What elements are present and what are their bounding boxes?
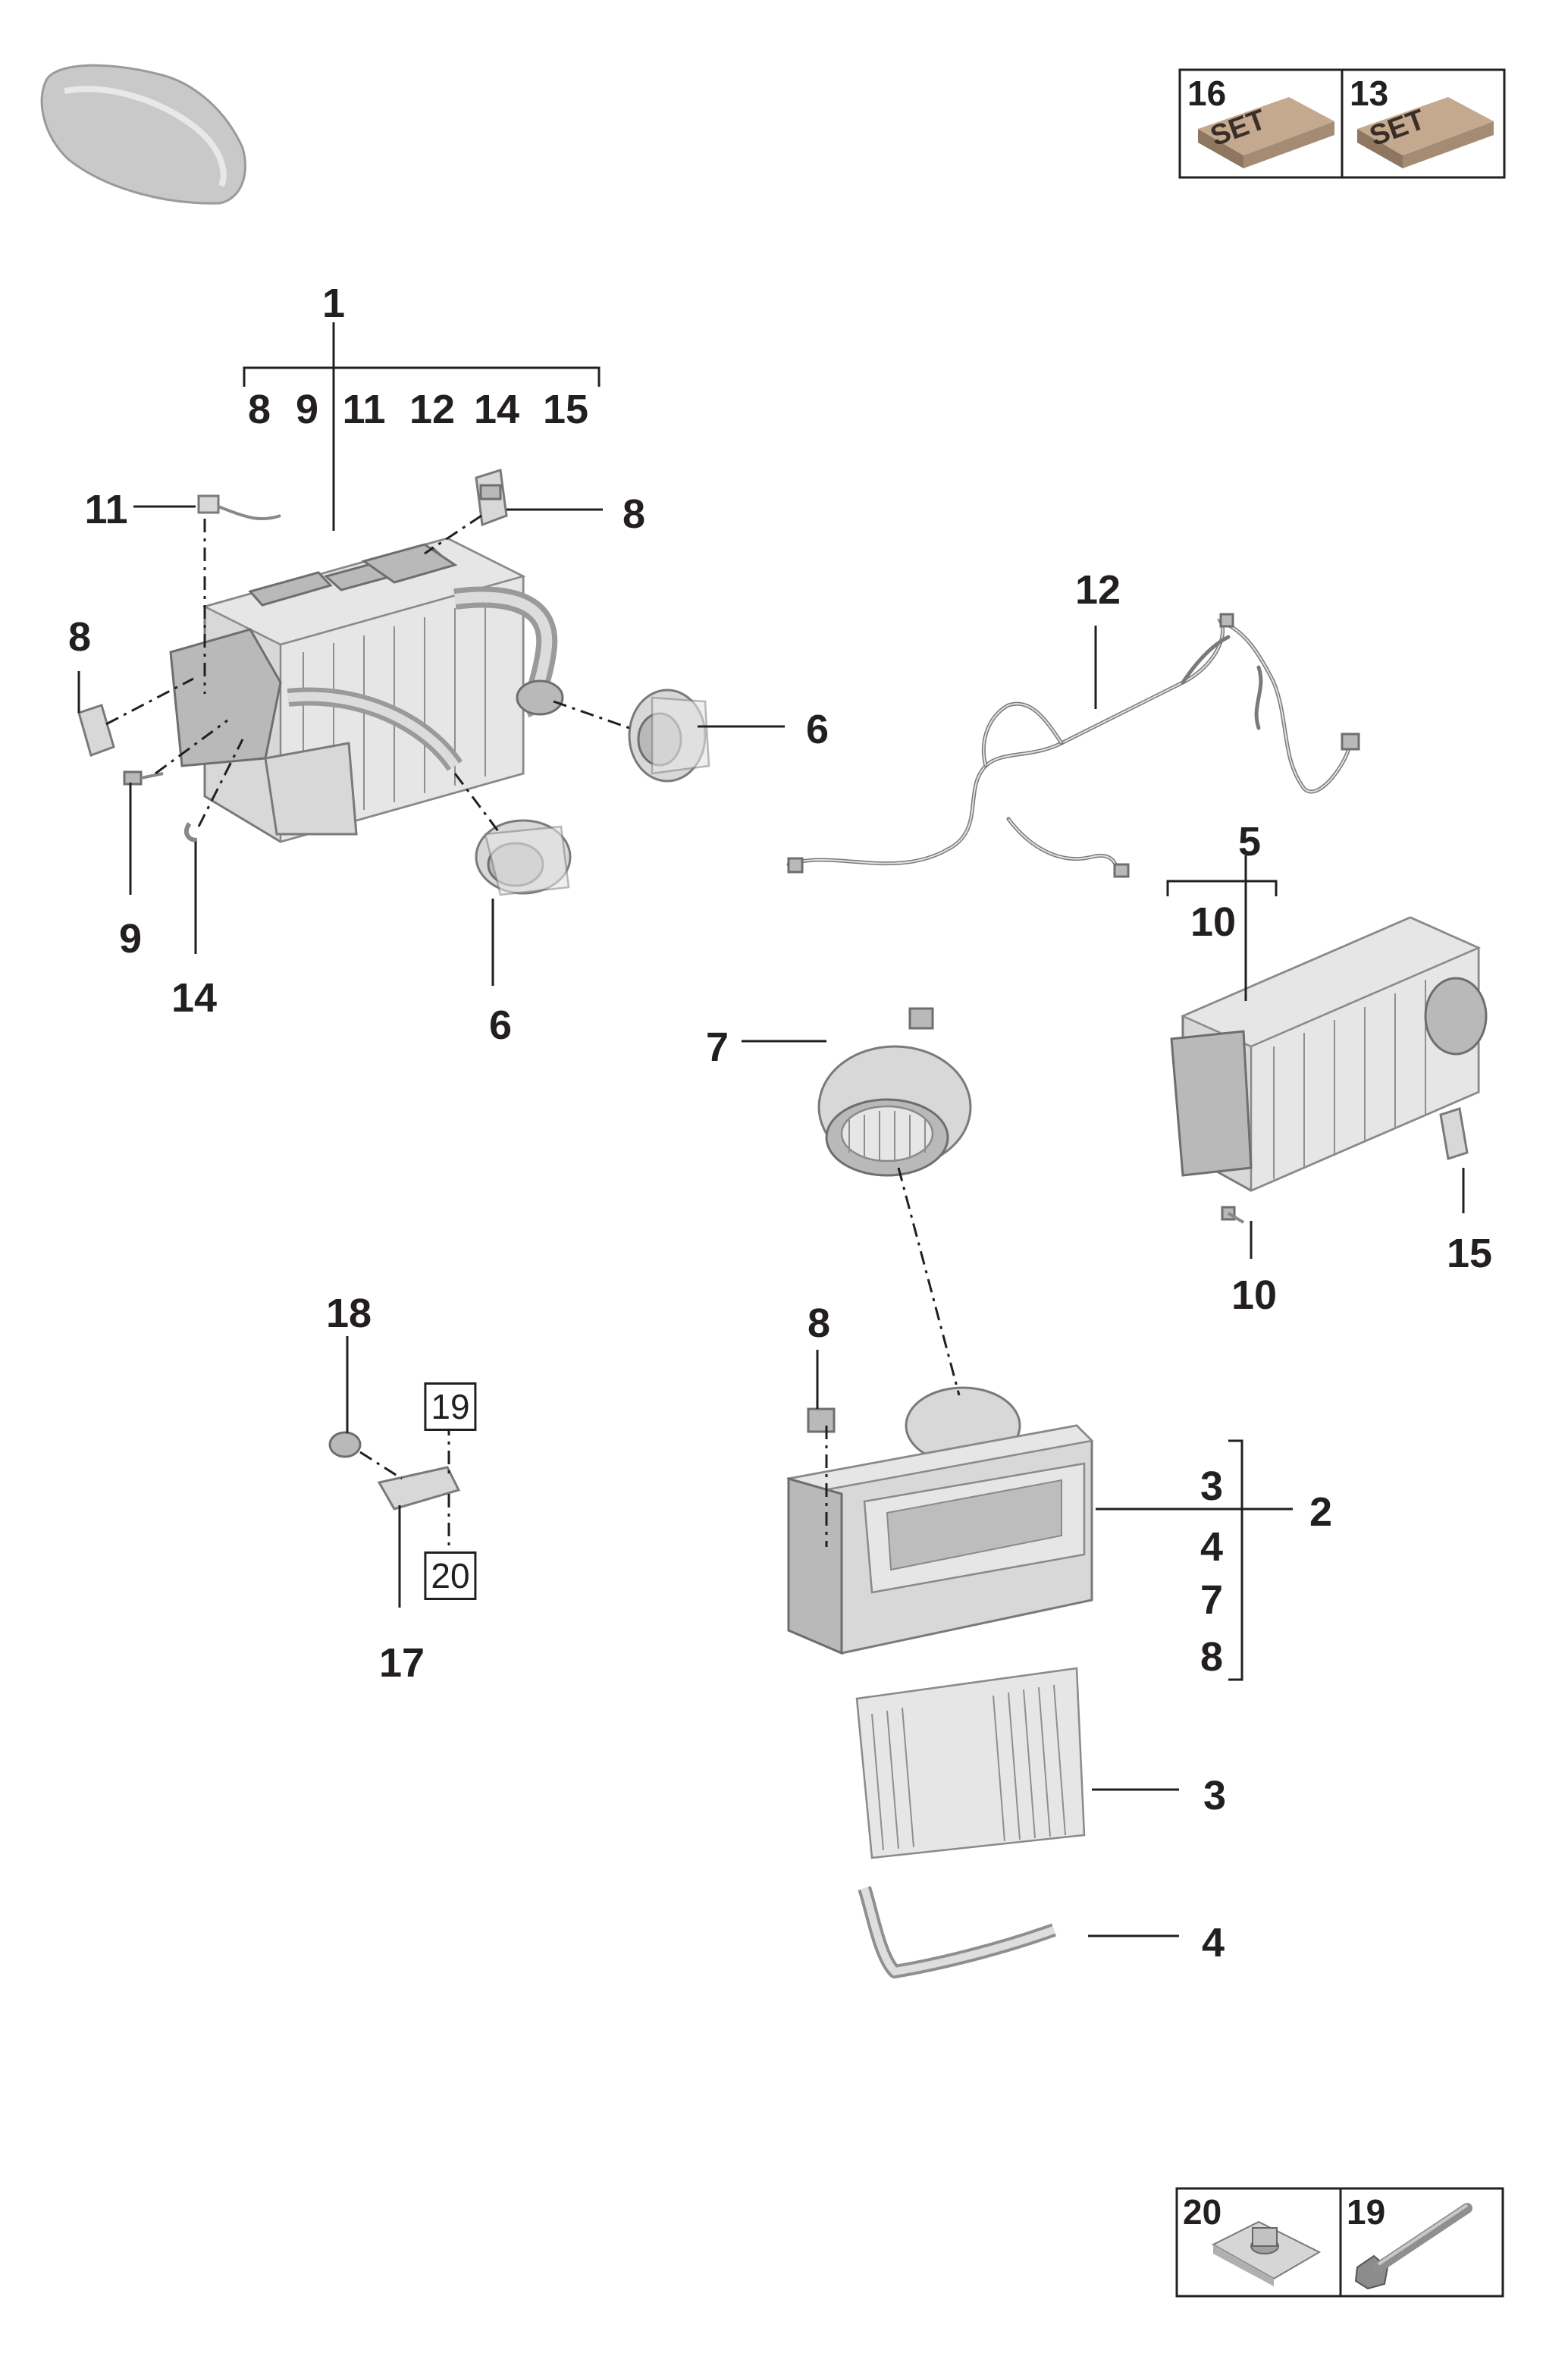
group1-label-15: 15 <box>542 387 589 432</box>
label-part-5: 5 <box>1237 819 1262 864</box>
set-box-icon-13 <box>1357 97 1494 168</box>
label-part-18: 18 <box>325 1291 372 1336</box>
label-part-8-top: 8 <box>622 491 646 537</box>
label-part-12: 12 <box>1074 567 1121 613</box>
group2-label-8: 8 <box>1200 1634 1224 1680</box>
kit-number-13: 13 <box>1350 74 1389 113</box>
actuator-motor-8-left <box>77 704 115 757</box>
actuator-motor-8-top <box>475 469 508 527</box>
label-part-7: 7 <box>705 1024 729 1070</box>
label-part-1: 1 <box>321 281 346 326</box>
label-part-14: 14 <box>171 975 218 1021</box>
label-part-20-boxed: 20 <box>424 1551 477 1600</box>
group5-label-10: 10 <box>1190 899 1237 945</box>
label-part-3: 3 <box>1203 1773 1227 1818</box>
group1-label-12: 12 <box>409 387 456 432</box>
kit-number-20: 20 <box>1183 2192 1222 2232</box>
blower-housing-2 <box>786 1386 1094 1655</box>
label-part-19-boxed: 19 <box>424 1382 477 1431</box>
label-part-6-bottom: 6 <box>488 1002 513 1048</box>
clip-nut-icon <box>1211 2220 1322 2286</box>
flap-actuator-6-bottom <box>475 819 572 896</box>
kit-box-top <box>1178 68 1506 179</box>
flap-actuator-6-right <box>628 689 710 783</box>
heater-box-assembly <box>169 537 564 843</box>
group2-label-7: 7 <box>1200 1577 1224 1623</box>
grommet-18 <box>328 1431 362 1458</box>
air-distribution-housing-5 <box>1170 916 1488 1192</box>
group1-label-14: 14 <box>473 387 520 432</box>
group2-label-3: 3 <box>1200 1464 1224 1509</box>
label-part-17: 17 <box>378 1640 425 1686</box>
bracket-15 <box>1439 1107 1469 1160</box>
group1-label-9: 9 <box>295 387 319 432</box>
label-part-6-right: 6 <box>805 707 829 752</box>
label-part-8-left: 8 <box>67 614 92 660</box>
label-part-15: 15 <box>1446 1231 1493 1276</box>
wiring-harness-12 <box>786 613 1360 878</box>
clip-14 <box>183 822 198 842</box>
kit-number-16: 16 <box>1187 74 1227 113</box>
kit-number-19: 19 <box>1347 2192 1386 2232</box>
label-part-4: 4 <box>1201 1920 1225 1966</box>
label-part-2: 2 <box>1309 1489 1333 1535</box>
sensor-9 <box>123 770 164 786</box>
cabin-filter-3 <box>855 1667 1086 1859</box>
group2-label-4: 4 <box>1200 1524 1224 1570</box>
label-part-11: 11 <box>84 487 128 532</box>
sensor-10 <box>1221 1206 1245 1224</box>
kit-box-bottom <box>1175 2187 1504 2298</box>
leader-lines <box>77 322 1465 1937</box>
group1-label-11: 11 <box>342 387 386 432</box>
label-part-9: 9 <box>118 916 143 962</box>
set-box-icon-16 <box>1198 97 1334 168</box>
sensor-11 <box>197 494 281 521</box>
group1-label-8: 8 <box>247 387 271 432</box>
bolt-icon <box>1354 2203 1472 2290</box>
label-part-8-blower: 8 <box>807 1300 831 1346</box>
label-part-10-bottom: 10 <box>1231 1272 1278 1318</box>
blower-motor-7 <box>817 1007 972 1177</box>
bracket-17 <box>377 1466 461 1511</box>
seal-frame-4 <box>858 1886 1057 1978</box>
car-silhouette-icon <box>40 64 246 205</box>
